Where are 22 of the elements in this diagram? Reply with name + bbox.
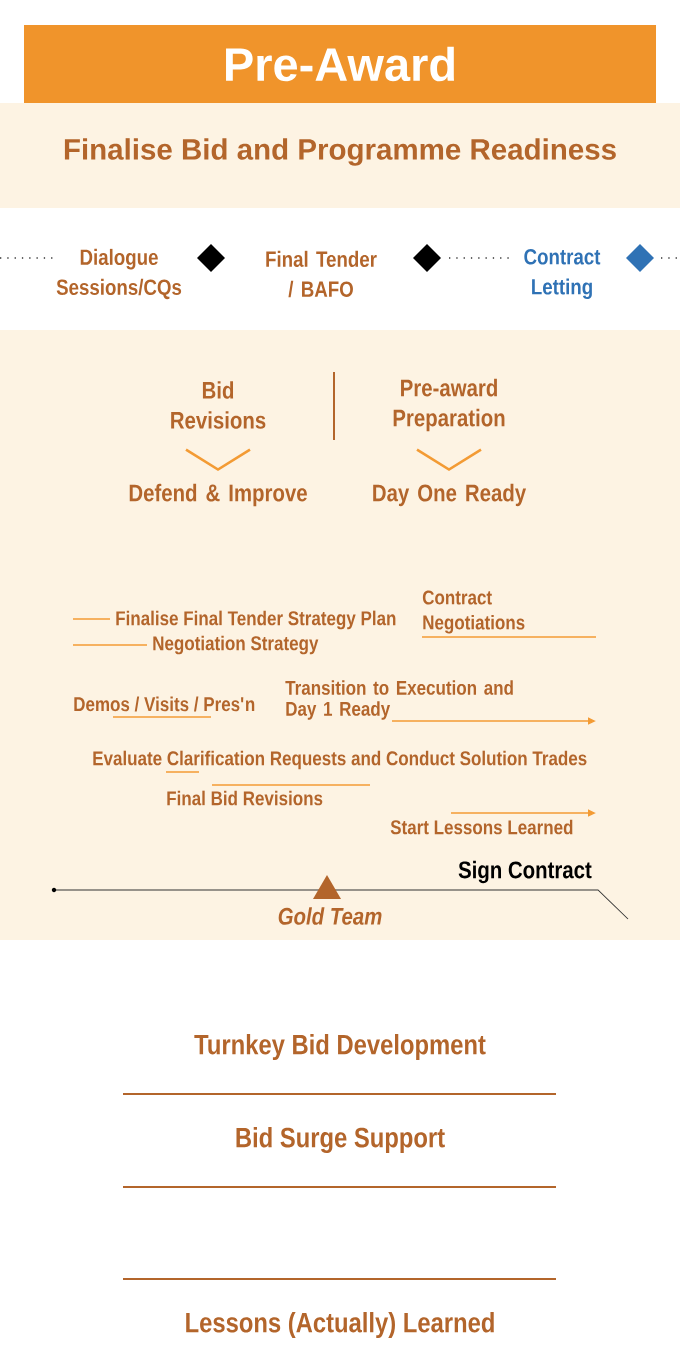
- phase-label: Bid Revisions: [171, 381, 266, 429]
- activity-label: Contract Negotiations: [422, 590, 525, 634]
- service-name: Bid Surge Support: [236, 1126, 445, 1154]
- milestone-label: Sign Contract: [458, 860, 592, 884]
- activity-label: Evaluate Clarification Requests and Conduct Solution Trades: [93, 750, 587, 770]
- service-name: Turnkey Bid Development: [194, 1033, 486, 1061]
- activity-label: Final Bid Revisions: [167, 790, 323, 806]
- phase-label: Day One Ready: [373, 483, 527, 507]
- milestone-label: Contract Letting: [524, 249, 601, 299]
- phase-label: Pre-award Preparation: [393, 378, 505, 432]
- milestone-label: Final Tender / BAFO: [266, 250, 377, 298]
- title-banner: Pre-Award: [24, 25, 656, 103]
- activity-label: Demos / Visits / Pres'n: [74, 696, 255, 712]
- section-heading: Finalise Bid and Programme Readiness: [64, 138, 616, 166]
- milestone-label: Dialogue Sessions/CQs: [56, 248, 182, 300]
- activity-label: Start Lessons Learned: [390, 819, 573, 835]
- activity-label: Negotiation Strategy: [153, 635, 319, 655]
- milestone-label: Gold Team: [278, 907, 382, 925]
- activity-label: Finalise Final Tender Strategy Plan: [116, 610, 396, 630]
- phase-label: Defend & Improve: [129, 483, 307, 507]
- activity-label: Transition to Execution and Day 1 Ready: [285, 680, 513, 720]
- service-name: Lessons (Actually) Learned: [186, 1312, 494, 1339]
